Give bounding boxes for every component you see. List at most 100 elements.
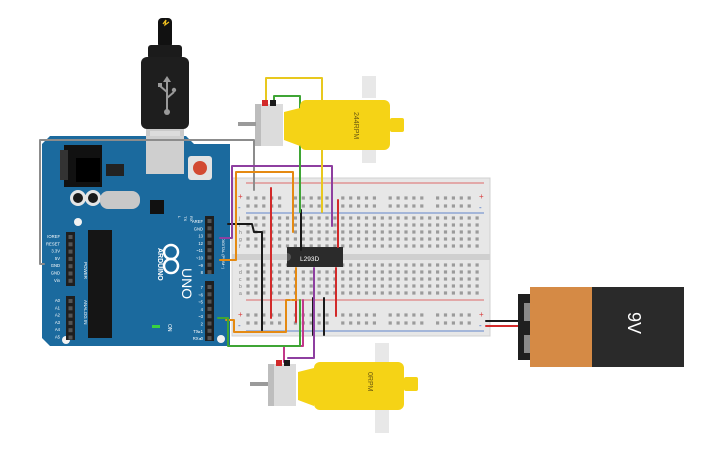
header-socket[interactable] bbox=[68, 256, 73, 261]
motor-bottom-shaft-top bbox=[375, 343, 389, 365]
motor-top-shaft-top bbox=[362, 76, 376, 98]
header-socket[interactable] bbox=[207, 248, 212, 253]
pin-label: GND bbox=[51, 263, 60, 268]
pin-label: 7 bbox=[201, 285, 204, 290]
digital-header-top bbox=[205, 216, 214, 274]
row-letter: h bbox=[239, 230, 242, 236]
wire-orange-pin3[interactable] bbox=[225, 299, 291, 333]
header-socket[interactable] bbox=[207, 336, 212, 341]
pin-label: ~3 bbox=[198, 314, 203, 319]
header-socket[interactable] bbox=[207, 328, 212, 333]
usb-connector-housing bbox=[141, 57, 189, 129]
pin-label: 4 bbox=[201, 307, 204, 312]
usb-icon bbox=[158, 76, 177, 115]
reset-button-cap[interactable] bbox=[193, 161, 207, 175]
wire-purple-pin12[interactable] bbox=[219, 165, 333, 239]
wire-orange-chip[interactable] bbox=[291, 267, 297, 301]
pin-label: AREF bbox=[192, 219, 204, 224]
header-socket[interactable] bbox=[207, 285, 212, 289]
arduino-uno-board[interactable]: ARDUINO UNO ON L TX RX DIGITAL (PWM~) PO… bbox=[42, 136, 230, 346]
motor-top-gearbox-end bbox=[284, 108, 300, 146]
pin-label: A0 bbox=[55, 298, 61, 303]
pin-label: 3.3V bbox=[51, 249, 60, 254]
mounting-hole-3 bbox=[217, 335, 225, 343]
pin-label: ~5 bbox=[198, 300, 203, 305]
header-socket[interactable] bbox=[68, 235, 73, 239]
rail-plus-sign-bottom-right: + bbox=[479, 310, 484, 319]
arduino-model-text: UNO bbox=[179, 268, 195, 299]
motor-bottom-gearbox-end bbox=[298, 368, 314, 406]
motor-top[interactable]: 244RPM bbox=[238, 76, 404, 163]
battery-9v[interactable]: 9V bbox=[518, 287, 684, 367]
motor-bottom-lead-black bbox=[284, 360, 290, 366]
header-socket[interactable] bbox=[68, 328, 73, 333]
pin-label: A4 bbox=[55, 327, 61, 332]
on-led bbox=[152, 325, 160, 328]
header-socket[interactable] bbox=[207, 240, 212, 245]
pin-label: ~9 bbox=[198, 263, 203, 268]
wire-green-motor1[interactable] bbox=[273, 95, 301, 213]
header-socket[interactable] bbox=[68, 306, 73, 311]
header-socket[interactable] bbox=[207, 321, 212, 326]
header-socket[interactable] bbox=[207, 262, 212, 267]
header-socket[interactable] bbox=[68, 271, 73, 276]
header-socket[interactable] bbox=[68, 299, 73, 303]
header-socket[interactable] bbox=[207, 233, 212, 238]
pin-label: RX◂0 bbox=[193, 336, 204, 341]
wire-green-pin2[interactable] bbox=[217, 299, 301, 347]
pin-label: ~11 bbox=[196, 248, 203, 253]
chip-label: L293D bbox=[300, 256, 319, 263]
row-letter: a bbox=[239, 291, 242, 297]
header-socket[interactable] bbox=[68, 313, 73, 318]
motor-top-gearbox-tab bbox=[390, 118, 404, 132]
header-socket[interactable] bbox=[207, 219, 212, 223]
atmega-chip bbox=[88, 230, 112, 338]
rx-led-label: RX bbox=[189, 216, 194, 222]
wire-black-gnd[interactable] bbox=[227, 223, 263, 319]
header-socket[interactable] bbox=[207, 226, 212, 231]
pin-label: A3 bbox=[55, 320, 61, 325]
pin-label: 8 bbox=[201, 270, 204, 275]
pin-label: ~10 bbox=[196, 256, 204, 261]
header-socket[interactable] bbox=[68, 242, 73, 247]
header-socket[interactable] bbox=[207, 292, 212, 297]
header-socket[interactable] bbox=[68, 278, 73, 283]
lightning-icon bbox=[162, 19, 170, 27]
motor-bottom-lead-red bbox=[276, 360, 282, 366]
motor-bottom-gearbox-tab bbox=[404, 377, 418, 391]
wire-orange-pin11[interactable] bbox=[219, 171, 294, 261]
wire-purple-motor2[interactable] bbox=[287, 267, 315, 359]
header-socket[interactable] bbox=[207, 299, 212, 304]
pin-label: 5V bbox=[55, 256, 60, 261]
header-socket[interactable] bbox=[68, 249, 73, 254]
header-socket[interactable] bbox=[207, 306, 212, 311]
motor-top-lead-black bbox=[270, 100, 276, 106]
pin-label: Vin bbox=[54, 278, 61, 283]
motor-top-terminal bbox=[238, 122, 256, 126]
header-socket[interactable] bbox=[68, 335, 73, 340]
pin-label: A1 bbox=[55, 305, 61, 310]
row-letter: i bbox=[239, 223, 240, 229]
header-socket[interactable] bbox=[207, 270, 212, 275]
header-socket[interactable] bbox=[207, 314, 212, 319]
motor-bottom-shaft-bottom bbox=[375, 405, 389, 433]
header-socket[interactable] bbox=[68, 264, 73, 269]
motor-bottom[interactable]: 0RPM bbox=[250, 343, 418, 433]
battery-body bbox=[592, 287, 684, 367]
arduino-brand-text: ARDUINO bbox=[156, 248, 163, 281]
header-socket[interactable] bbox=[207, 255, 212, 260]
pin-label: A5 bbox=[55, 335, 61, 340]
wire-gray-5v[interactable] bbox=[39, 139, 255, 265]
pin-label: 13 bbox=[198, 234, 203, 239]
header-socket[interactable] bbox=[68, 320, 73, 325]
l293d-chip[interactable]: L293D bbox=[287, 247, 343, 267]
chip-notch bbox=[287, 253, 291, 261]
battery-label: 9V bbox=[624, 312, 644, 334]
pin-label: TX▸1 bbox=[193, 329, 203, 334]
row-letter: f bbox=[239, 244, 241, 250]
